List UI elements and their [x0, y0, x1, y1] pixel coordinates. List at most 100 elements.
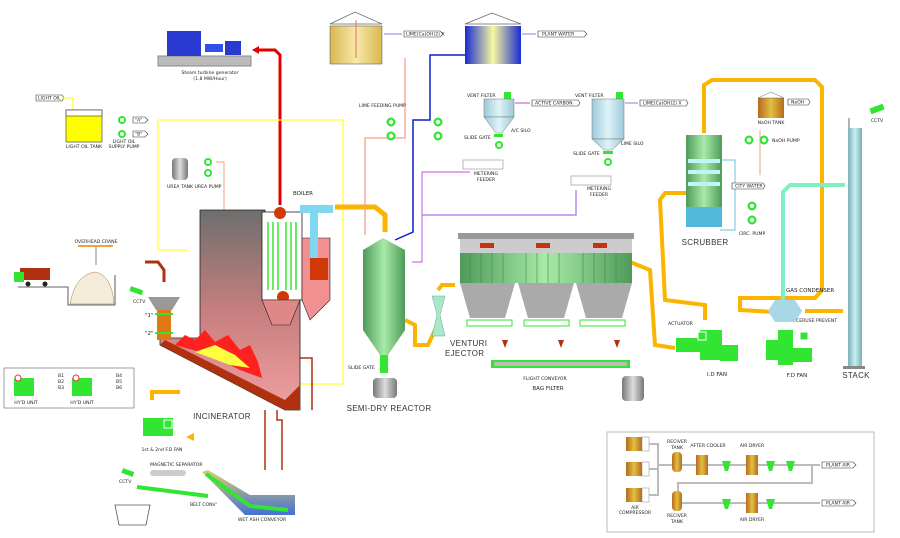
fd-fan-2-label: F.D FAN	[787, 373, 808, 379]
hydraulic-units-panel[interactable]: HY'D UNIT HY'D UNIT B1 B2 B3 B4 B5 B6	[3, 367, 135, 409]
ash-handling[interactable]: MAGNETIC SEPARATOR CCTV BELT CONV' WET A…	[114, 462, 295, 526]
overhead-crane-label: OVERHEAD CRANE	[75, 239, 118, 245]
air-dryer-label-2: AIR DRYER	[740, 517, 765, 523]
gas-condenser[interactable]: GAS CONDENSER CERUSE PREVENT	[768, 288, 837, 324]
lime-tag-2: LIME(Ca(OH)2) X	[643, 101, 682, 107]
hyd-b1: B1	[58, 373, 64, 379]
bag-filter-label: BAG FILTER	[532, 386, 563, 392]
steam-turbine-generator[interactable]: Steam turbine generator (1.8 MW/Hour)	[157, 31, 252, 82]
primary-secondary-fd-fan[interactable]: 1st & 2nd F.D FAN	[142, 418, 195, 453]
slide-gate-label-2: SLIDE GATE	[573, 151, 600, 157]
actuator-label: ACTUATOR	[668, 321, 694, 327]
compressed-air-panel[interactable]: RECIVER TANK AFTER COOLER AIR DRYER PLAN…	[606, 431, 875, 533]
scrubber[interactable]: SCRUBBER NaOH NaOH TANK NaOH PUMP CITY W…	[682, 91, 811, 247]
hopper-gate-1: "1"	[145, 313, 154, 319]
semi-dry-reactor[interactable]: SLIDE GATE SEMI-DRY REACTOR	[347, 238, 432, 413]
venturi-to-bagfilter	[436, 283, 455, 292]
ac-feed-line	[412, 171, 470, 263]
city-water-tag: CITY WATER	[735, 184, 763, 190]
bag-filter[interactable]: FLIGHT CONVEYOR BAG FILTER	[458, 233, 644, 401]
plant-water-tank[interactable]: PLANT WATER	[464, 12, 588, 64]
economizer-duct	[300, 205, 333, 258]
id-fan[interactable]: ACTUATOR I.D FAN	[668, 321, 738, 378]
waste-chute	[145, 260, 166, 282]
waste-hopper	[148, 297, 180, 310]
lime-silo-label: LIME SILO	[621, 141, 644, 147]
turbine-rate: (1.8 MW/Hour)	[193, 76, 227, 82]
after-cooler-label: AFTER COOLER	[690, 443, 726, 449]
scrubber-water	[720, 159, 736, 231]
hyd-unit-label-2: HY'D UNIT	[70, 400, 94, 406]
reciver-tank-label-1: RECIVER	[667, 439, 688, 445]
reciver-tank-label-1b: TANK	[670, 445, 684, 451]
metering-feeder-label-2b: FEEDER	[590, 192, 609, 198]
naoh-pump-label: NaOH PUMP	[772, 138, 800, 144]
metering-feeder-label-1b: FEEDER	[477, 177, 496, 183]
cctv-icon	[121, 468, 135, 477]
tag-a: "A"	[135, 118, 142, 124]
circ-pump-label: CIRC. PUMP	[739, 231, 766, 237]
hyd-b3: B3	[58, 385, 64, 391]
steam-pipe	[258, 48, 282, 205]
lime-feeding-pump-label: LIME FEEDING PUMP	[359, 103, 406, 109]
lime-silo[interactable]: VENT FILTER LIME(Ca(OH)2) X LIME SILO SL…	[570, 92, 689, 198]
active-carbon-tag: ACTIVE CARBON	[535, 101, 573, 107]
cooling-air-line	[781, 183, 845, 305]
slide-gate-reactor-label: SLIDE GATE	[348, 365, 375, 371]
urea-system[interactable]: UREA TANK UREA PUMP	[167, 158, 225, 212]
air-compressor-label-a: AIR	[631, 505, 639, 511]
light-oil-tank-label: LIGHT OIL TANK	[66, 144, 103, 150]
slide-gate-label-1: SLIDE GATE	[464, 135, 491, 141]
lime-tag-top: LIME(Ca(OH)2) X	[406, 32, 445, 38]
fd-fan-1-label: 1st & 2nd F.D FAN	[142, 447, 183, 453]
lime-slurry-line	[364, 58, 406, 235]
ash-line-2	[276, 410, 283, 470]
hopper-gate-2: "2"	[145, 331, 154, 337]
naoh-tag: NaOH	[791, 100, 804, 106]
light-oil-line-2	[157, 120, 188, 251]
stack[interactable]: STACK CCTV	[842, 103, 885, 380]
urea-pump-label: UREA PUMP	[195, 184, 222, 190]
light-oil-line	[158, 119, 344, 385]
reciver-tank-label-2b: TANK	[670, 519, 684, 525]
wet-ash-conveyor-label: WET ASH CONVEYOR	[238, 517, 287, 523]
steam-arrow	[252, 46, 259, 54]
light-oil-tag	[35, 94, 65, 102]
cctv-icon	[869, 103, 885, 115]
stack-label: STACK	[842, 371, 870, 380]
ac-silo[interactable]: VENT FILTER ACTIVE CARBON A/C SILO SLIDE…	[462, 92, 581, 183]
vent-filter-label-1: VENT FILTER	[467, 93, 496, 99]
vent-filter-label-2: VENT FILTER	[575, 93, 604, 99]
fd-fan[interactable]: F.D FAN	[766, 330, 812, 379]
air-compressor-label-b: COMPRESSOR	[619, 510, 652, 516]
hyd-b6: B6	[116, 385, 122, 391]
plant-air-tag-1: PLANT AIR	[826, 463, 851, 469]
fd-fan-air	[150, 390, 180, 400]
ejector-label: EJECTOR	[445, 349, 484, 358]
hyd-b4: B4	[116, 373, 122, 379]
waste-pit: OVERHEAD CRANE CCTV	[14, 239, 146, 306]
magnetic-separator-label: MAGNETIC SEPARATOR	[150, 462, 203, 468]
hyd-unit-label-1: HY'D UNIT	[14, 400, 38, 406]
flue-duct-boiler	[335, 204, 388, 232]
hyd-b5: B5	[116, 379, 122, 385]
boiler[interactable]: BOILER	[261, 191, 333, 326]
tag-b: "B"	[135, 132, 142, 138]
naoh-tank-label: NaOH TANK	[758, 120, 786, 126]
lime-slurry-tank[interactable]: LIME(Ca(OH)2) X	[329, 11, 445, 65]
light-oil-pump-label-1: LIGHT OIL	[113, 139, 136, 145]
cctv-icon	[129, 286, 144, 296]
venturi-label: VENTURI	[450, 339, 487, 348]
light-oil-system[interactable]: LIGHT OIL LIGHT OIL TANK LIGHT OIL SUPPL…	[35, 94, 149, 150]
idfan-to-scrubber	[657, 191, 707, 320]
incinerator-label: INCINERATOR	[193, 412, 251, 421]
cctv-label-stack: CCTV	[871, 118, 884, 124]
lime-feed-line	[422, 190, 577, 216]
plant-water-label: PLANT WATER	[542, 32, 575, 38]
light-oil-tag-text: LIGHT OIL	[38, 96, 61, 102]
scrubber-to-condenser	[702, 78, 824, 314]
venturi-ejector[interactable]: VENTURI EJECTOR	[431, 295, 487, 358]
lime-feeding-pumps[interactable]: LIME FEEDING PUMP	[359, 103, 443, 141]
